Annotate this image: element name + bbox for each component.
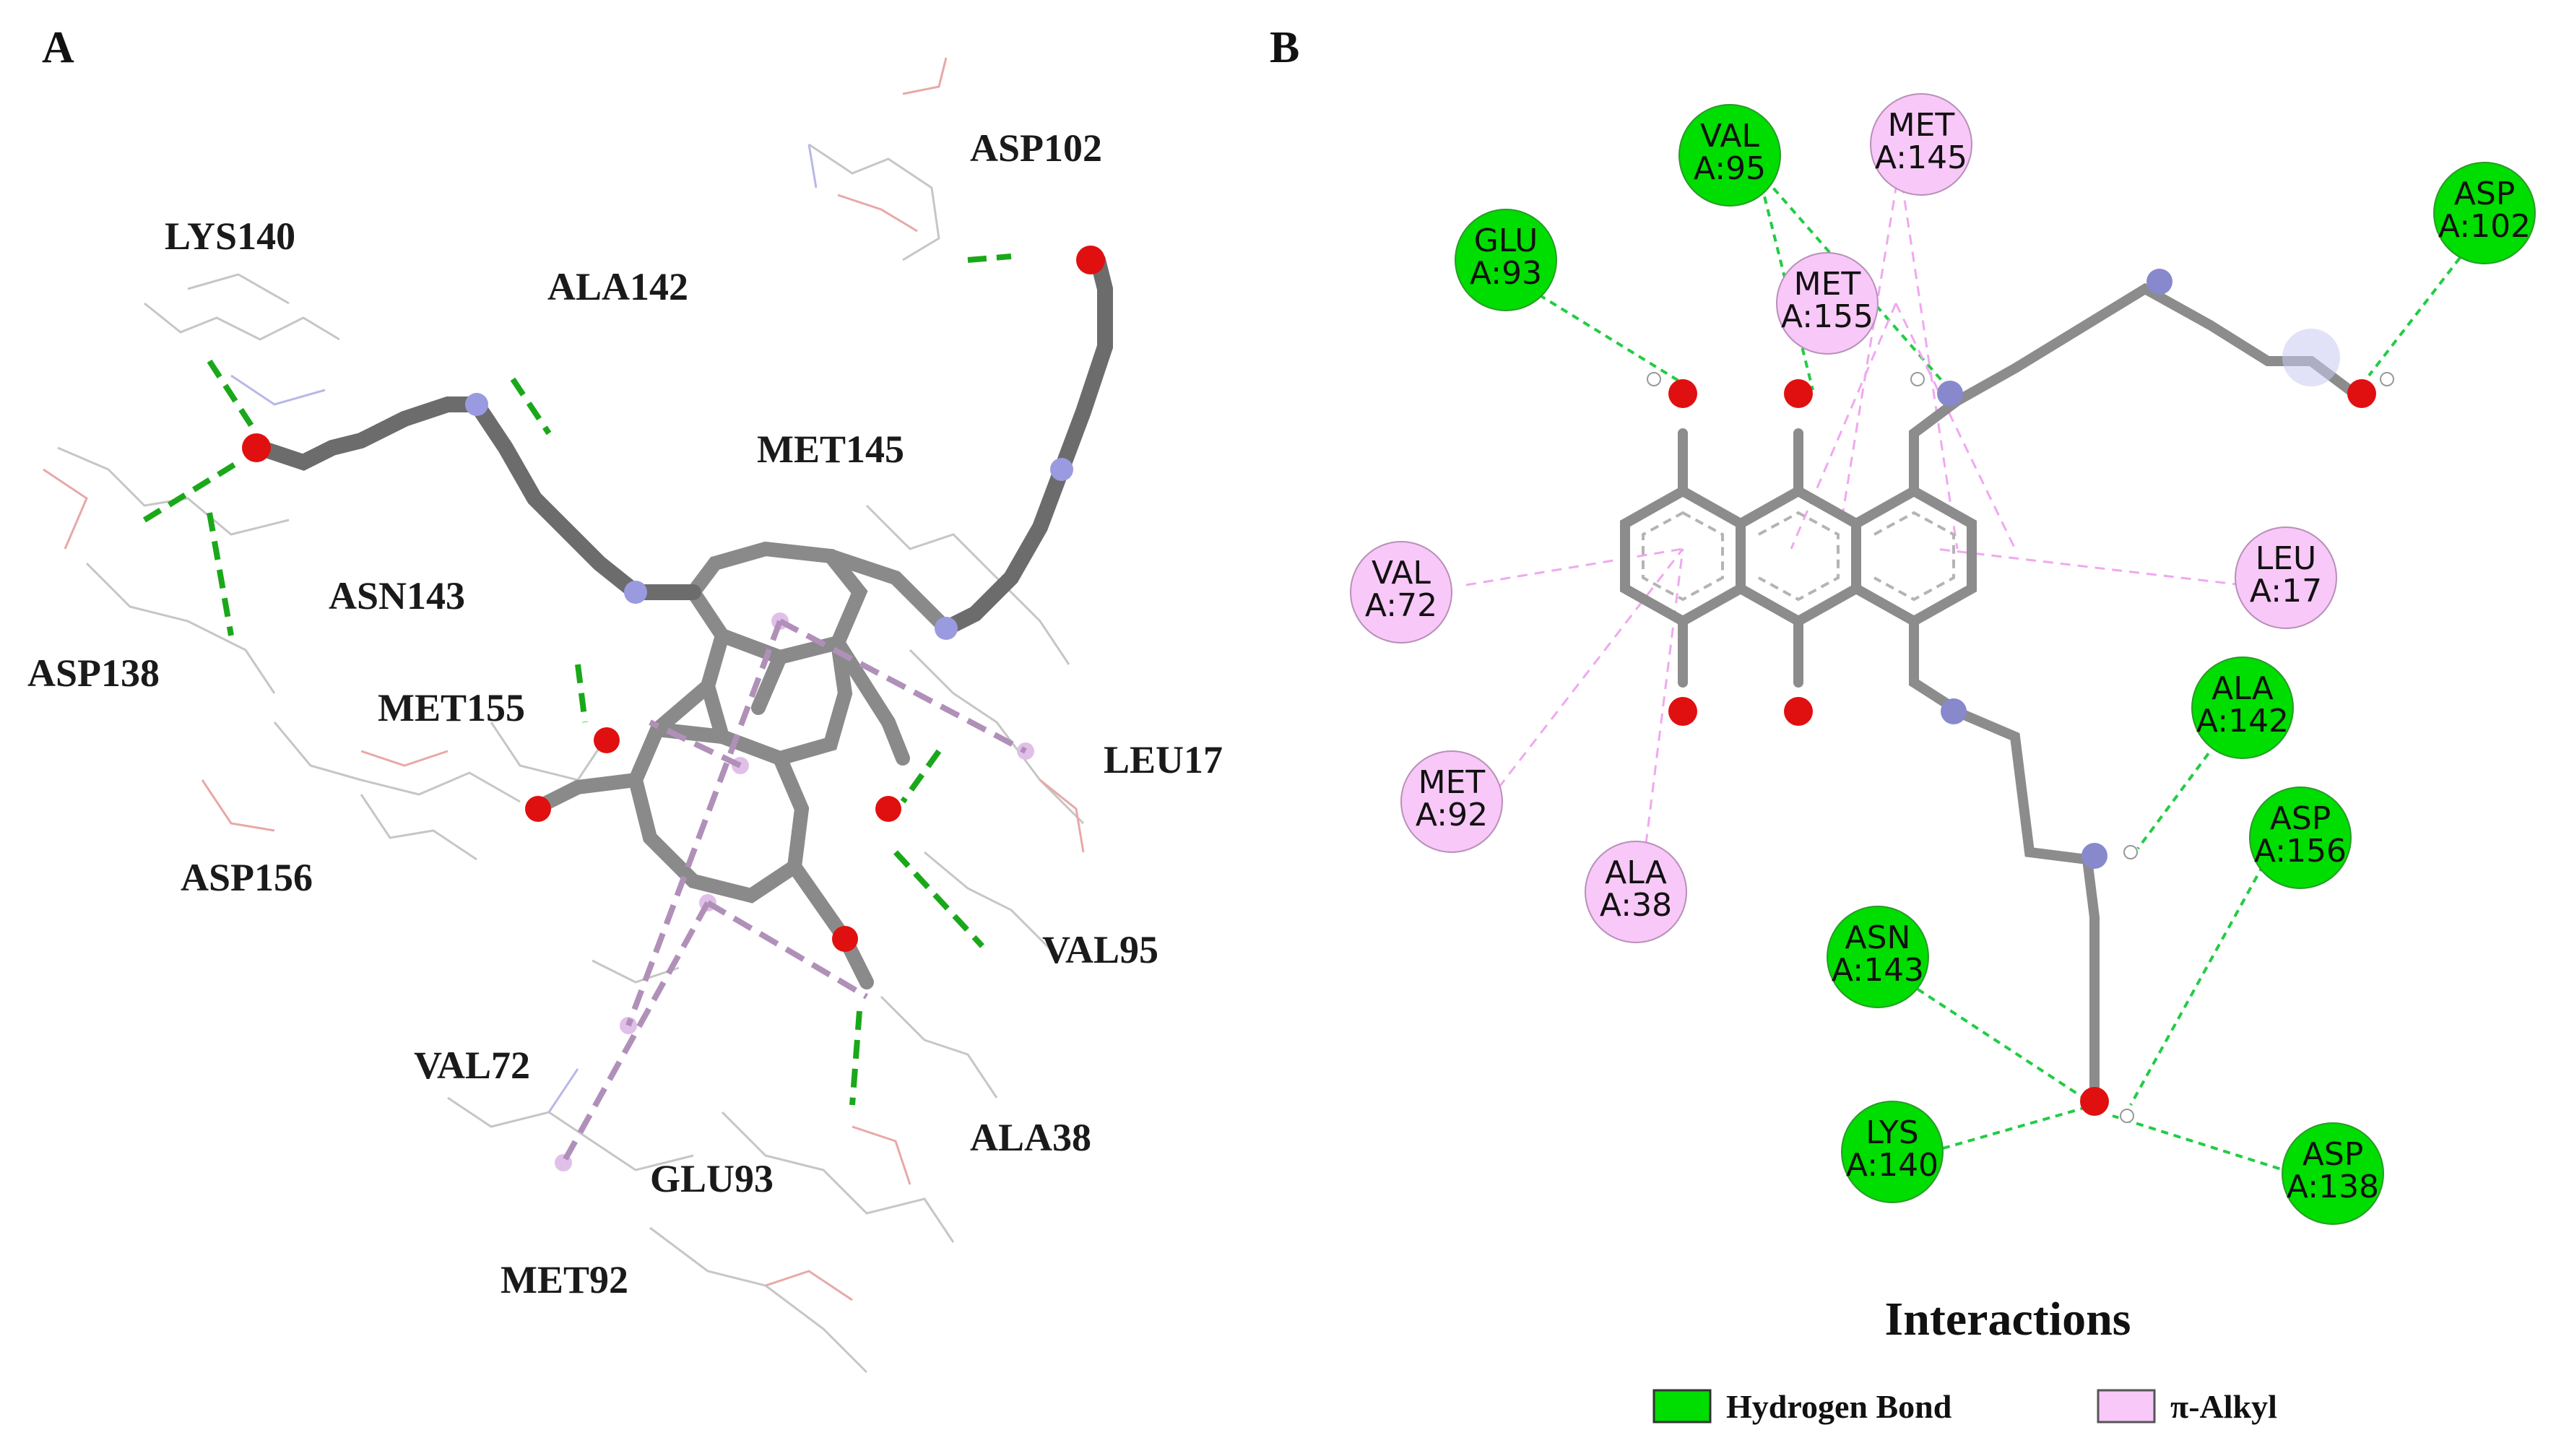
node-asp156: ASP A:156 [2249,786,2352,889]
panel-a-residue-labels: ASP102 LYS140 ALA142 MET145 ASN143 ASP13… [27,126,1223,1301]
svg-text:A:92: A:92 [1416,797,1488,833]
legend: Interactions Hydrogen Bond π-Alkyl [1652,1293,2277,1425]
svg-text:MET: MET [1794,266,1861,303]
svg-text:ASP: ASP [2454,176,2516,212]
svg-text:A:142: A:142 [2196,703,2289,740]
svg-text:A:145: A:145 [1875,139,1967,176]
svg-text:LEU: LEU [2256,540,2317,577]
svg-text:MET: MET [1418,764,1486,801]
legend-swatch-hydrogen-bond [1652,1389,1712,1424]
panel-a-interaction-lines [142,254,1027,1164]
label-3d-met145: MET145 [757,428,904,471]
label-3d-asp138: ASP138 [27,651,160,695]
label-3d-lys140: LYS140 [165,214,295,258]
svg-text:A:72: A:72 [1365,587,1437,624]
svg-text:A:38: A:38 [1600,887,1672,924]
label-3d-val72: VAL72 [414,1044,530,1087]
panel-a-label: A [42,23,74,72]
svg-text:A:140: A:140 [1846,1147,1938,1184]
svg-text:A:95: A:95 [1694,150,1766,187]
node-val72: VAL A:72 [1350,541,1452,644]
panel-b-residue-nodes: VAL A:95 MET A:145 GLU A:93 MET A:155 AS… [1350,93,2536,1225]
legend-swatch-pi-alkyl [2097,1389,2156,1424]
node-asp138: ASP A:138 [2282,1122,2384,1225]
svg-text:MET: MET [1888,107,1955,144]
svg-text:A:156: A:156 [2254,833,2347,870]
svg-text:A:143: A:143 [1832,952,1924,989]
svg-text:A:138: A:138 [2287,1169,2379,1205]
node-met155: MET A:155 [1776,252,1879,355]
label-3d-asp102: ASP102 [970,126,1102,170]
label-3d-met92: MET92 [501,1258,628,1301]
svg-text:A:102: A:102 [2438,208,2531,245]
svg-text:ASN: ASN [1845,919,1911,956]
legend-label-pi-alkyl: π-Alkyl [2170,1388,2277,1425]
node-val95: VAL A:95 [1678,104,1781,207]
label-3d-ala142: ALA142 [547,265,688,308]
node-leu17: LEU A:17 [2235,526,2337,629]
svg-text:LYS: LYS [1866,1114,1918,1151]
label-3d-leu17: LEU17 [1104,738,1223,781]
panel-a-wireframe-residues [43,57,1085,1374]
label-3d-val95: VAL95 [1042,928,1158,971]
panel-a-ligand-sticks [242,246,1113,1171]
label-3d-ala38: ALA38 [970,1116,1091,1159]
node-glu93: GLU A:93 [1455,209,1557,311]
svg-text:VAL: VAL [1700,118,1759,155]
svg-text:A:93: A:93 [1470,255,1542,292]
svg-text:A:17: A:17 [2250,573,2322,610]
node-asn143: ASN A:143 [1827,906,1929,1008]
node-ala142: ALA A:142 [2191,656,2294,759]
label-3d-glu93: GLU93 [650,1157,774,1200]
node-met145: MET A:145 [1870,93,1972,196]
svg-text:ASP: ASP [2270,800,2331,837]
legend-title: Interactions [1885,1293,2131,1346]
svg-text:VAL: VAL [1372,555,1431,592]
svg-text:A:155: A:155 [1781,298,1873,335]
panel-b-ligand [1620,269,2394,1123]
svg-text:ALA: ALA [1605,854,1667,891]
panel-b-label: B [1270,23,1299,72]
label-3d-asp156: ASP156 [181,856,313,899]
panel-b-interaction-lines [1465,157,2493,1186]
label-3d-asn143: ASN143 [329,574,465,618]
svg-text:GLU: GLU [1474,222,1538,259]
svg-text:ALA: ALA [2211,670,2274,707]
label-3d-met155: MET155 [378,686,525,729]
node-met92: MET A:92 [1400,750,1503,853]
node-asp102: ASP A:102 [2433,162,2536,264]
node-lys140: LYS A:140 [1841,1101,1944,1203]
svg-text:ASP: ASP [2302,1136,2364,1173]
legend-label-hydrogen-bond: Hydrogen Bond [1726,1388,1952,1425]
node-ala38: ALA A:38 [1585,841,1687,943]
